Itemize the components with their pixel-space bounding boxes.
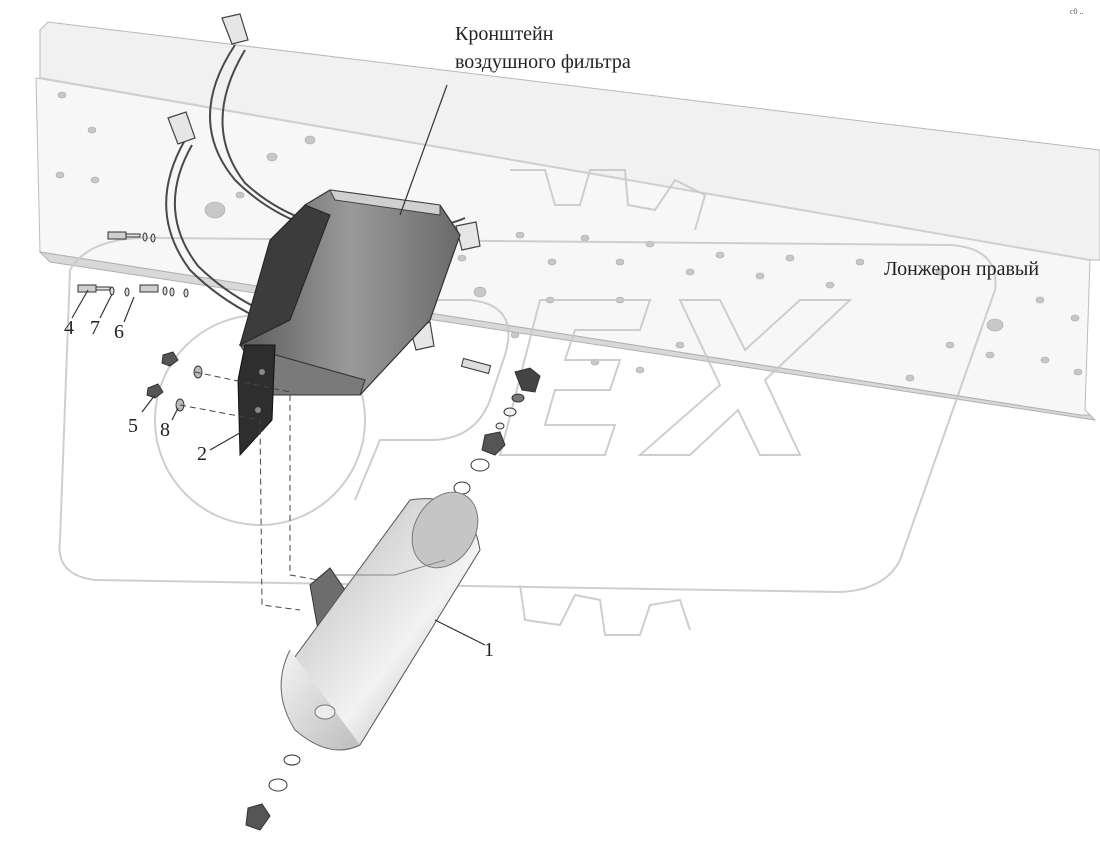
callout-5: 5	[128, 415, 138, 437]
assembly-lines	[179, 371, 319, 611]
drain-fittings	[245, 754, 301, 831]
bracket-label-line2: воздушного фильтра	[455, 51, 631, 73]
rail-holes	[55, 91, 1083, 382]
callout-6: 6	[114, 321, 124, 343]
callout-1: 1	[484, 639, 494, 661]
fasteners	[77, 231, 203, 412]
bracket-label-line1: Кронштейн	[455, 23, 554, 45]
callout-8: 8	[160, 419, 170, 441]
mounting-plate	[237, 344, 276, 457]
callout-4: 4	[64, 317, 74, 339]
leader-lines	[71, 84, 486, 646]
callout-7: 7	[90, 317, 100, 339]
rail-label: Лонжерон правый	[884, 258, 1039, 280]
callout-2: 2	[197, 443, 207, 465]
corner-mark: c0 ..	[1070, 7, 1084, 16]
air-receiver	[280, 491, 481, 751]
